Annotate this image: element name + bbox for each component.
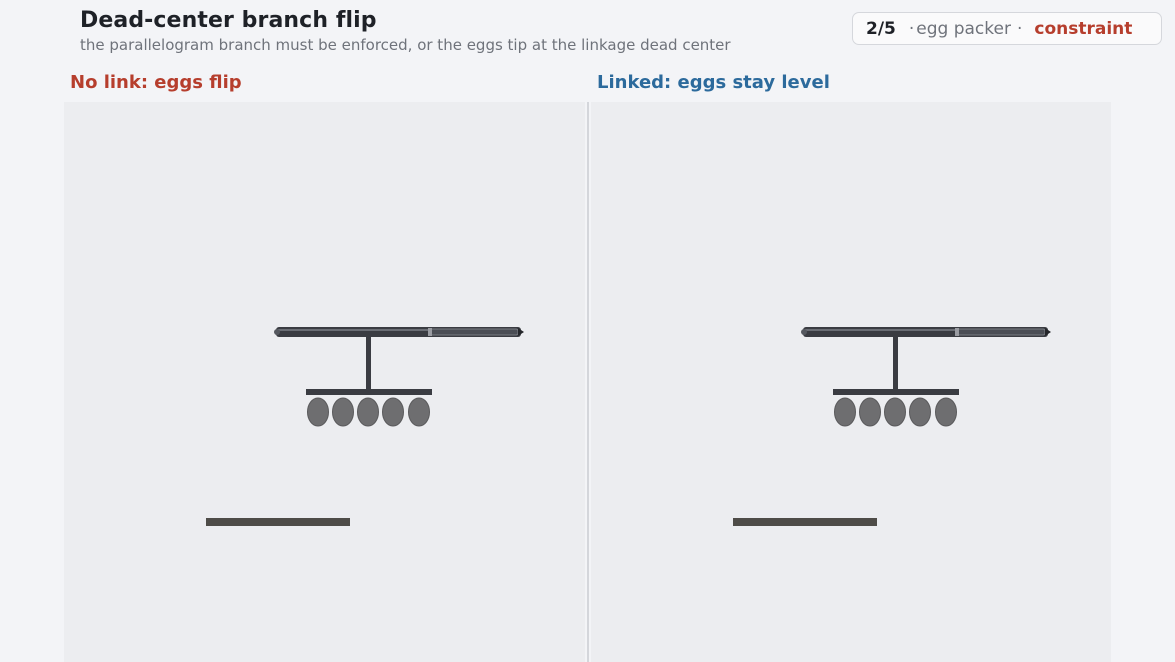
gripper-bar: [306, 389, 432, 395]
egg: [357, 397, 379, 427]
right-simulation-panel: [591, 102, 1111, 662]
right-panel-label: Linked: eggs stay level: [597, 72, 830, 93]
mode-label: constraint: [1034, 18, 1133, 39]
app-name: egg packer: [916, 18, 1011, 39]
step-badge: 2/5 · egg packer · constraint: [852, 12, 1162, 45]
vertical-rod: [893, 337, 898, 390]
egg: [935, 397, 957, 427]
step-counter: 2/5: [866, 18, 896, 39]
page-subtitle: the parallelogram branch must be enforce…: [80, 36, 731, 54]
egg: [884, 397, 906, 427]
egg-row: [307, 397, 430, 427]
egg: [834, 397, 856, 427]
egg: [909, 397, 931, 427]
left-simulation-canvas: [206, 327, 524, 526]
page-title: Dead-center branch flip: [80, 8, 377, 33]
upper-arm: [274, 327, 524, 337]
egg: [859, 397, 881, 427]
target-tray: [206, 518, 350, 526]
egg: [408, 397, 430, 427]
badge-separator: ·: [1016, 18, 1023, 39]
gripper-bar: [833, 389, 959, 395]
left-panel-label: No link: eggs flip: [70, 72, 242, 93]
vertical-rod: [366, 337, 371, 390]
egg: [307, 397, 329, 427]
left-simulation-panel: [64, 102, 585, 662]
egg: [382, 397, 404, 427]
egg-row: [834, 397, 957, 427]
right-simulation-canvas: [733, 327, 1051, 526]
egg: [332, 397, 354, 427]
badge-separator: ·: [908, 18, 915, 39]
panel-divider: [587, 102, 589, 662]
target-tray: [733, 518, 877, 526]
upper-arm: [801, 327, 1051, 337]
